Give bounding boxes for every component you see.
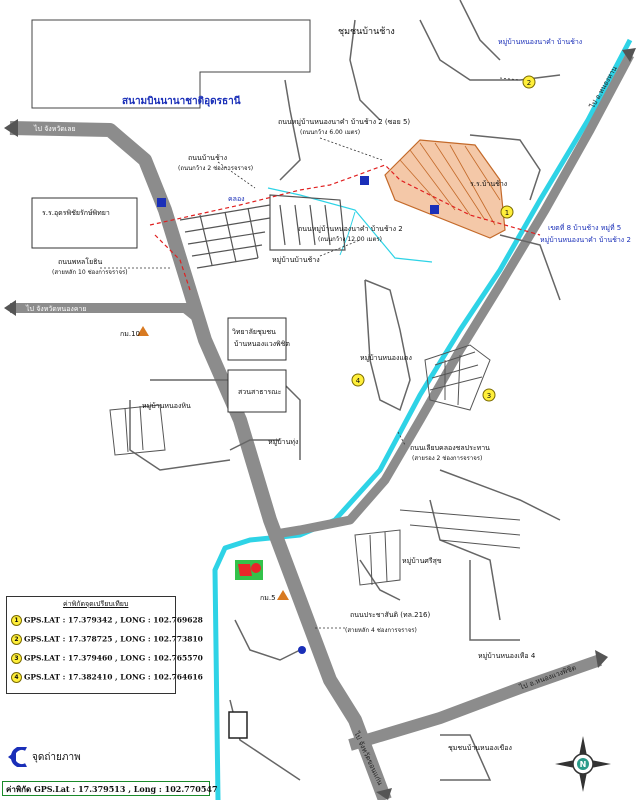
boundary-line [149,164,541,236]
airport-boundary [31,19,311,109]
compass-rose-icon: N [555,736,611,792]
road-label-mid-left: ไป จังหวัดหนองคาย [25,304,87,313]
label-ban-chang-road-note: (ถนนกว้าง 2 ช่องการจราจร) [178,165,253,172]
project-village-hatch [399,142,501,226]
village-grid-south [354,509,521,586]
marker-3: 3 [482,388,496,402]
km-marker-icon-2 [277,590,289,600]
svg-text:3: 3 [487,392,491,400]
label-ban-thung-village: หมู่บ้านทุ่ง [268,438,298,446]
label-ban-chang-school: ร.ร.บ้านช้าง [470,180,507,188]
label-phaholyothin: ถนนพหลโยธิน [58,257,102,266]
info-icon-1 [157,198,166,207]
label-khlong: คลอง [228,195,245,203]
photo-key-label: จุดถ่ายภาพ [32,752,81,763]
label-village-road-2: ถนนหมู่บ้านหนองนาคำ บ้านช้าง 2 (ซอย 5) [278,118,410,126]
label-nong-na-kham-village: หมู่บ้านหนองนาคำ บ้านช้าง [498,38,582,46]
west-highway [10,303,204,324]
park-block [227,369,287,413]
southeast-highway [348,654,602,751]
km-marker-icon-1 [137,326,149,336]
village-grid-west [109,404,166,456]
irrigation-canal [212,38,633,800]
label-community-center: วิทยาลัยชุมชน [232,328,276,336]
legend-row-text: GPS.LAT : 17.379460 , LONG : 102.765570 [24,653,203,663]
svg-text:1: 1 [505,209,509,217]
label-ban-chang-road: ถนนบ้านช้าง [188,154,227,162]
leader-lines [100,77,521,629]
marker-1: 1 [500,205,514,219]
label-village-road-2-width: (ถนนกว้าง 6.00 เมตร) [300,129,360,136]
arrow-west-top [4,119,18,137]
label-school-udon: ร.ร.อุดรพิชัยรักษ์พิทยา [42,209,110,217]
label-km-mark-2: กม.5 [260,594,276,602]
canal-branch [267,187,433,263]
label-boundary-note-2: หมู่บ้านหนองนาคำ บ้านช้าง 2 [540,236,631,244]
label-pracha-road: ถนนประชาสันติ (ทล.216) [350,611,431,619]
label-udon-airport: สนามบินนานาชาติอุดรธานี [122,95,241,107]
road-label-top-left: ไป จังหวัดเลย [33,124,76,133]
legend-row-text: GPS.LAT : 17.382410 , LONG : 102.764616 [24,672,203,682]
marker-number-icon: 3 [11,653,22,664]
marker-2: 2 [522,75,536,89]
arrow-west-mid [4,300,16,316]
label-ban-nong-2: หมู่บ้านหนองเหือ 4 [478,652,536,660]
school-block [31,197,138,249]
label-km-mark-1: กม.10 [120,330,140,338]
legend-row-text: GPS.LAT : 17.379342 , LONG : 102.769628 [24,615,203,625]
label-khlong-road-note: (สายรอง 2 ช่องการจราจร) [412,455,482,462]
label-khlong-road: ถนนเลียบคลองชลประทาน [410,444,490,452]
location-pin-icon [298,646,306,654]
label-boundary-note-1: เขตที่ 8 บ้านช้าง หมู่ที่ 5 [548,223,621,232]
label-community-3: หมู่บ้านศรีสุข [402,557,442,565]
info-icon-3 [430,205,439,214]
photo-point-key: จุดถ่ายภาพ [6,747,116,767]
label-pracha-road-note: (สายหลัก 4 ช่องการจราจร) [345,627,417,634]
marker-number-icon: 4 [11,672,22,683]
marker-4: 4 [351,373,365,387]
label-phaholyothin-note: (สายหลัก 10 ช่องการจราจร) [52,269,128,276]
camera-direction-icon [8,747,27,767]
main-highway [9,121,392,800]
site-coordinate: ค่าพิกัด GPS.Lat : 17.379513 , Long : 10… [2,781,218,796]
label-ban-chang-village: หมู่บ้านบ้านช้าง [272,256,320,264]
label-village-road-3-width: (ถนนกว้าง 12.00 เมตร) [318,236,382,243]
label-park: สวนสาธารณะ [238,388,282,396]
label-ban-nong-village: หมู่บ้านหนองแดง [360,354,412,362]
community-center-block [227,317,287,361]
bottom-building [228,711,248,739]
svg-text:N: N [580,760,587,769]
northeast-highway [269,52,634,540]
project-village-area [384,139,506,239]
info-icon-2 [360,176,369,185]
svg-text:4: 4 [356,377,361,385]
label-village-road-3: ถนนหมู่บ้านหนองนาคำ บ้านช้าง 2 [298,225,403,233]
label-chumchon: ชุมชนบ้านหนองเขือง [448,744,512,752]
arrow-south [376,788,392,800]
village-grid-east [424,344,491,411]
label-ban-nong-hin-village: หมู่บ้านหนองหิน [142,402,191,410]
canal-branch-2 [339,211,356,256]
arrow-east [595,650,608,668]
subject-site [235,560,263,580]
legend-row-text: GPS.LAT : 17.378725 , LONG : 102.773810 [24,634,203,644]
marker-number-icon: 2 [11,634,22,645]
boundary-line-2 [154,234,191,291]
label-ubon-ban-chang: ชุมชนบ้านช้าง [338,26,395,37]
marker-number-icon: 1 [11,615,22,626]
label-community-center-2: บ้านหนองแวงพิชิต [234,340,290,348]
legend-title: ค่าพิกัดจุดเปรียบเทียบ [63,600,129,608]
arrow-northeast [622,48,636,62]
village-grid-north [179,194,346,269]
svg-text:2: 2 [527,79,531,87]
